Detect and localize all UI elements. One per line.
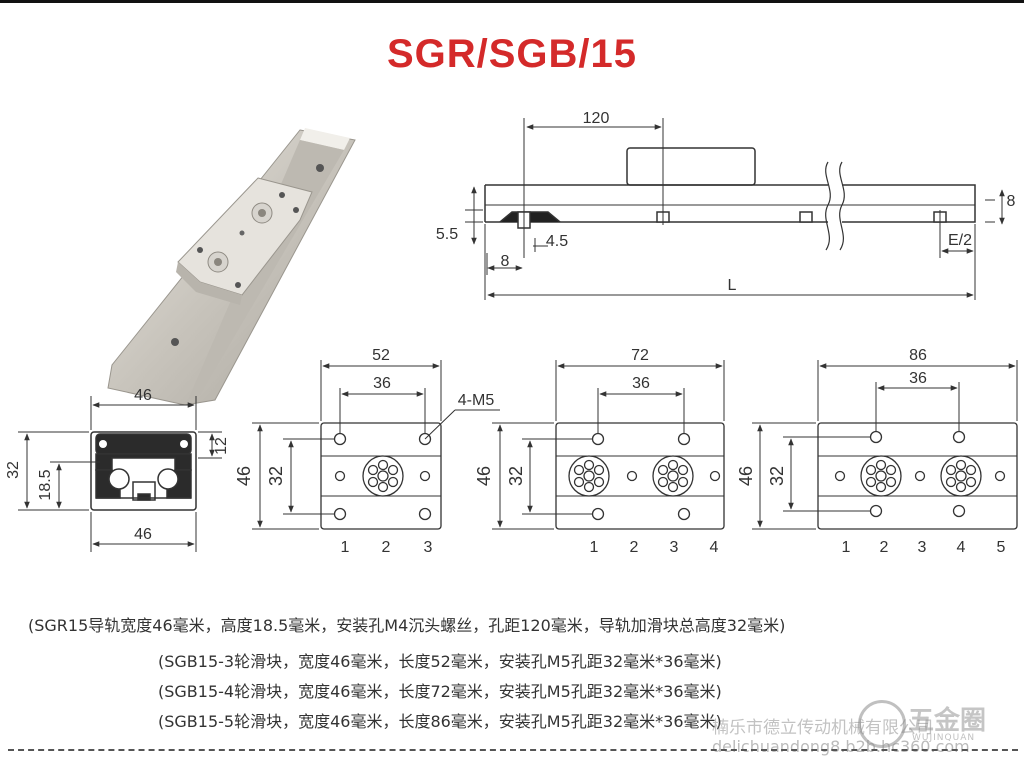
side-view-dimensions bbox=[465, 124, 1005, 300]
block-4-dimensions bbox=[492, 360, 725, 530]
wheel-number: 4 bbox=[957, 539, 966, 556]
hole-3 bbox=[799, 211, 813, 223]
rail-cross-section bbox=[90, 431, 197, 511]
block-5-wheel-numbers: 1 2 3 4 5 bbox=[842, 539, 1006, 556]
watermark-url: delichuandong8.b2b.hc360.com bbox=[712, 737, 970, 756]
dim-b3-36: 36 bbox=[373, 375, 391, 392]
wheel-number: 1 bbox=[842, 539, 851, 556]
wheel-number: 5 bbox=[997, 539, 1006, 556]
wheel-cap bbox=[652, 455, 694, 497]
block-5-dimensions bbox=[752, 360, 1018, 530]
dim-rail-18-5: 18.5 bbox=[37, 469, 54, 500]
block-3-wheel-numbers: 1 2 3 bbox=[341, 539, 433, 556]
block-3-dimensions bbox=[252, 360, 500, 530]
side-rail bbox=[485, 184, 976, 223]
block-5-wheel bbox=[817, 422, 1018, 530]
wheel-number: 3 bbox=[918, 539, 927, 556]
break-mark-2 bbox=[839, 161, 845, 251]
wheel-cap bbox=[568, 455, 610, 497]
wheel-cap bbox=[860, 455, 902, 497]
dim-8-right: 8 bbox=[1007, 193, 1016, 210]
watermark-logo-icon bbox=[858, 700, 906, 748]
wheel-number: 3 bbox=[424, 539, 433, 556]
bottom-dashed-divider bbox=[8, 749, 1018, 751]
carriage-side bbox=[176, 262, 242, 305]
rail-top-face bbox=[300, 128, 350, 150]
dim-b5-32: 32 bbox=[767, 466, 787, 486]
spec-note-3-wheel: (SGB15-3轮滑块，宽度46毫米，长度52毫米，安装孔M5孔距32毫米*36… bbox=[158, 652, 722, 671]
dim-b4-46: 46 bbox=[474, 466, 494, 486]
dim-b5-86: 86 bbox=[909, 347, 927, 364]
wheel-number: 2 bbox=[880, 539, 889, 556]
label-4-m5: 4-M5 bbox=[458, 392, 495, 409]
rail-dimensions bbox=[18, 396, 222, 552]
dim-b3-46: 46 bbox=[234, 466, 254, 486]
wheel-number: 2 bbox=[382, 539, 391, 556]
spec-note-rail: (SGR15导轨宽度46毫米，高度18.5毫米，安装孔M4沉头螺丝，孔距120毫… bbox=[28, 616, 786, 635]
break-mark-1 bbox=[825, 161, 831, 251]
spec-note-5-wheel: (SGB15-5轮滑块，宽度46毫米，长度86毫米，安装孔M5孔距32毫米*36… bbox=[158, 712, 722, 731]
dim-b3-52: 52 bbox=[372, 347, 390, 364]
dim-rail-32: 32 bbox=[5, 461, 22, 479]
dim-b5-36: 36 bbox=[909, 370, 927, 387]
dim-L: L bbox=[728, 277, 737, 294]
wheel-cap bbox=[940, 455, 982, 497]
watermark-brand: 五金圈 bbox=[908, 706, 987, 736]
block-4-wheel-numbers: 1 2 3 4 bbox=[590, 539, 719, 556]
dim-b3-32: 32 bbox=[266, 466, 286, 486]
wheel-number: 4 bbox=[710, 539, 719, 556]
dim-b4-36: 36 bbox=[632, 375, 650, 392]
side-view-drawing bbox=[484, 118, 976, 258]
dim-120: 120 bbox=[583, 110, 610, 127]
top-border bbox=[0, 0, 1024, 3]
dim-b4-32: 32 bbox=[506, 466, 526, 486]
wheel-number: 1 bbox=[590, 539, 599, 556]
spec-note-4-wheel: (SGB15-4轮滑块，宽度46毫米，长度72毫米，安装孔M5孔距32毫米*36… bbox=[158, 682, 722, 701]
block-3-wheel bbox=[320, 422, 442, 530]
dim-4-5: 4.5 bbox=[546, 233, 568, 250]
block-4-wheel bbox=[555, 422, 725, 530]
dim-5-5: 5.5 bbox=[436, 226, 458, 243]
dim-rail-46-bottom: 46 bbox=[134, 526, 152, 543]
dim-rail-46-top: 46 bbox=[134, 387, 152, 404]
side-carriage bbox=[626, 147, 756, 186]
rail-hole-1 bbox=[316, 164, 324, 172]
watermark-brand-sub: WUJINQUAN bbox=[912, 733, 976, 743]
dim-e-half: E/2 bbox=[948, 232, 972, 249]
rail-hole-2 bbox=[171, 338, 179, 346]
dim-rail-12: 12 bbox=[213, 437, 230, 455]
page-title: SGR/SGB/15 bbox=[386, 32, 638, 76]
section-carriage-top bbox=[95, 433, 192, 455]
dim-b4-72: 72 bbox=[631, 347, 649, 364]
dim-8-left: 8 bbox=[501, 253, 510, 270]
wheel-number: 3 bbox=[670, 539, 679, 556]
dim-b5-46: 46 bbox=[736, 466, 756, 486]
product-photo bbox=[107, 128, 356, 406]
wheel-number: 1 bbox=[341, 539, 350, 556]
wheel-number: 2 bbox=[630, 539, 639, 556]
